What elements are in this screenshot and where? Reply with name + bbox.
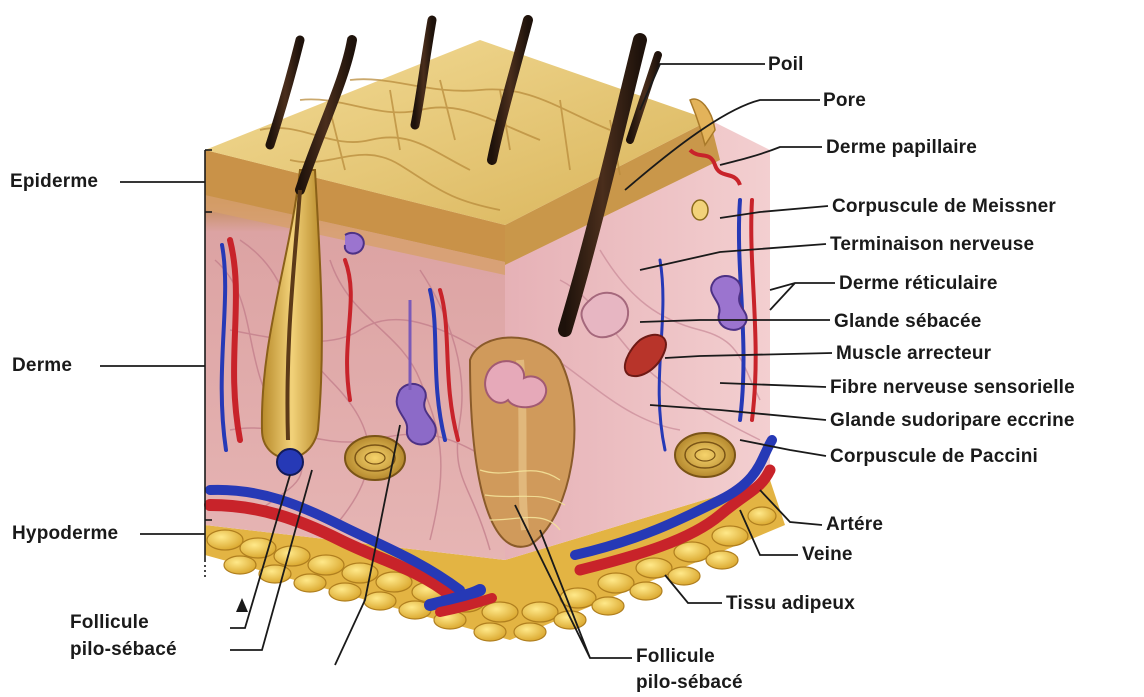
label-epiderme: Epiderme — [10, 171, 98, 193]
label-corpuscule-meissner: Corpuscule de Meissner — [832, 196, 1056, 218]
label-follicule-left-line1: Follicule — [70, 612, 149, 634]
label-muscle-arrecteur: Muscle arrecteur — [836, 343, 991, 365]
label-terminaison-nerveuse: Terminaison nerveuse — [830, 234, 1034, 256]
arrowheads — [236, 598, 248, 612]
label-artere: Artére — [826, 514, 883, 536]
label-follicule-bottom-line1: Follicule — [636, 646, 715, 668]
label-derme-papillaire: Derme papillaire — [826, 137, 977, 159]
label-tissu-adipeux: Tissu adipeux — [726, 593, 855, 615]
label-fibre-nerveuse: Fibre nerveuse sensorielle — [830, 377, 1075, 399]
label-pore: Pore — [823, 90, 866, 112]
label-follicule-left-line2: pilo-sébacé — [70, 639, 177, 661]
label-derme: Derme — [12, 355, 72, 377]
label-corpuscule-paccini: Corpuscule de Paccini — [830, 446, 1038, 468]
label-veine: Veine — [802, 544, 853, 566]
label-follicule-bottom-line2: pilo-sébacé — [636, 672, 743, 694]
label-derme-reticulaire: Derme réticulaire — [839, 273, 998, 295]
label-hypoderme: Hypoderme — [12, 523, 118, 545]
label-poil: Poil — [768, 54, 804, 76]
label-glande-sebacee: Glande sébacée — [834, 311, 982, 333]
label-glande-sudoripare: Glande sudoripare eccrine — [830, 410, 1075, 432]
